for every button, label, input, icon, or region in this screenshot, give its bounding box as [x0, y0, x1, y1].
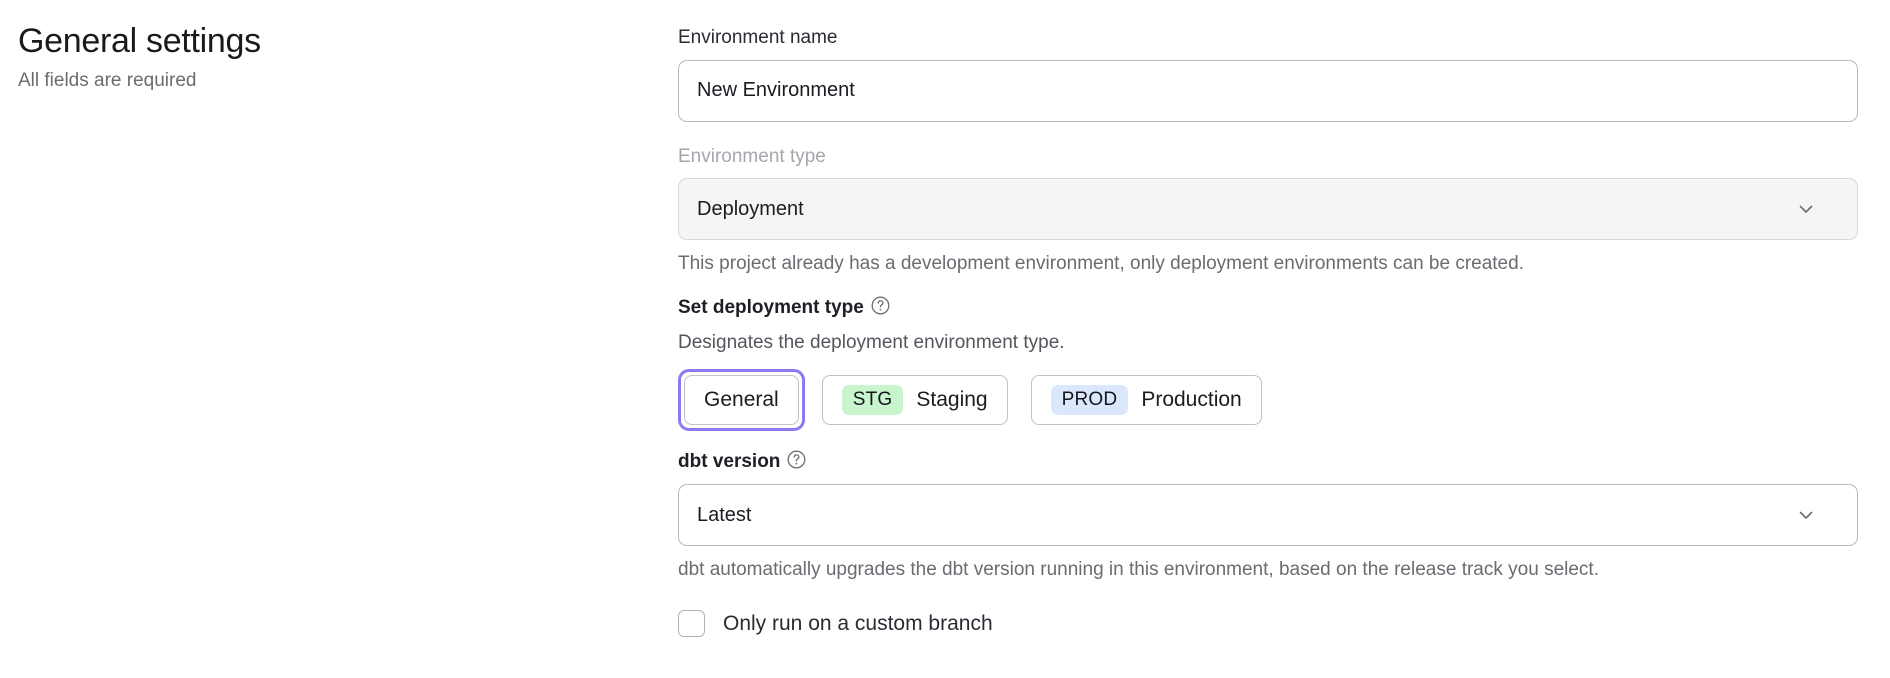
field-custom-branch: Only run on a custom branch	[678, 610, 1858, 637]
page-subtitle: All fields are required	[18, 69, 618, 94]
deployment-option-production-label: Production	[1141, 388, 1241, 412]
environment-name-label: Environment name	[678, 26, 1858, 51]
chevron-down-icon	[1795, 504, 1817, 526]
dbt-version-help-text: dbt automatically upgrades the dbt versi…	[678, 557, 1858, 583]
deployment-option-staging-wrap: STG Staging	[816, 369, 1014, 431]
deployment-type-label-row: Set deployment type	[678, 295, 1858, 321]
page-header: General settings All fields are required	[18, 20, 618, 93]
deployment-option-staging[interactable]: STG Staging	[822, 375, 1008, 425]
production-badge: PROD	[1051, 385, 1129, 415]
dbt-version-label: dbt version	[678, 451, 780, 472]
question-mark-circle-icon[interactable]	[786, 449, 807, 470]
deployment-type-description: Designates the deployment environment ty…	[678, 330, 1858, 356]
staging-badge: STG	[842, 385, 904, 415]
settings-form: Environment name New Environment Environ…	[678, 26, 1858, 637]
dbt-version-value: Latest	[697, 504, 1795, 527]
dbt-version-label-row: dbt version	[678, 449, 1858, 475]
field-environment-type: Environment type Deployment This project…	[678, 145, 1858, 277]
environment-type-label: Environment type	[678, 145, 1858, 170]
environment-name-value: New Environment	[697, 79, 1839, 102]
environment-type-help-text: This project already has a development e…	[678, 251, 1858, 277]
deployment-type-options: General STG Staging PROD Production	[678, 369, 1858, 431]
chevron-down-icon	[1795, 198, 1817, 220]
deployment-option-production-wrap: PROD Production	[1025, 369, 1268, 431]
custom-branch-checkbox[interactable]	[678, 610, 705, 637]
page-title: General settings	[18, 20, 618, 63]
custom-branch-label[interactable]: Only run on a custom branch	[723, 611, 993, 636]
environment-type-select[interactable]: Deployment	[678, 178, 1858, 240]
deployment-option-general[interactable]: General	[684, 375, 799, 425]
question-mark-circle-icon[interactable]	[870, 295, 891, 316]
deployment-option-general-wrap: General	[678, 369, 805, 431]
field-deployment-type: Set deployment type Designates the deplo…	[678, 295, 1858, 431]
deployment-option-production[interactable]: PROD Production	[1031, 375, 1262, 425]
deployment-type-label: Set deployment type	[678, 297, 864, 318]
field-dbt-version: dbt version Latest dbt automatically upg	[678, 449, 1858, 582]
field-environment-name: Environment name New Environment	[678, 26, 1858, 122]
deployment-option-general-label: General	[704, 388, 779, 412]
dbt-version-select[interactable]: Latest	[678, 484, 1858, 546]
environment-type-value: Deployment	[697, 198, 1795, 221]
deployment-option-staging-label: Staging	[916, 388, 987, 412]
environment-name-input[interactable]: New Environment	[678, 60, 1858, 122]
